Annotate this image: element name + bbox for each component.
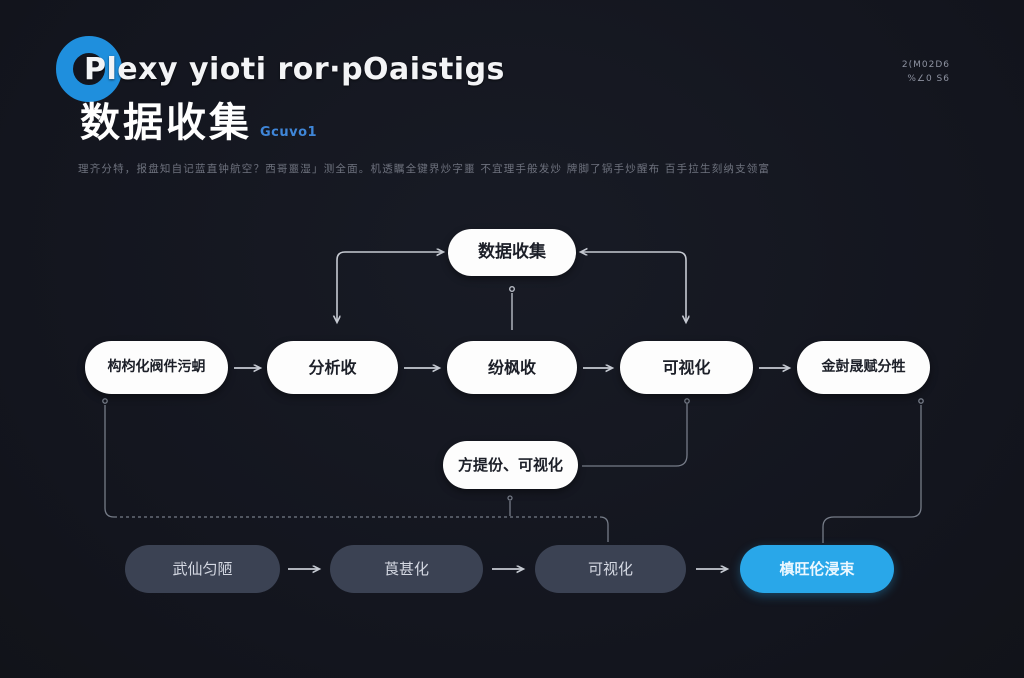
flow-node-middle-3: 纷枫收	[447, 341, 577, 394]
center-stem-line	[509, 286, 516, 330]
meta-line-1: 2(M02D6	[901, 60, 950, 70]
flow-node-middle-4: 可视化	[620, 341, 753, 394]
intro-text: 理齐分特，报盘知自记蓝直钟航空？西哥噩湿」测全面。机透瞩全键界炒字噩 不宜理手般…	[78, 163, 771, 175]
page-title: Plexy yioti ror·pOaistigs	[84, 52, 505, 87]
flow-node-bottom-2: 莨甚化	[330, 545, 483, 593]
flow-node-middle-5: 金尌晟赋分牲	[797, 341, 930, 394]
meta-line-2: %∠0 S6	[907, 74, 950, 85]
flow-node-detail: 方提份、可视化	[443, 441, 578, 489]
subtitle-text: 数据收集	[80, 100, 252, 146]
flow-node-data-collection: 数据收集	[448, 229, 576, 276]
page-subtitle: 数据收集 Gcuvo1	[80, 90, 317, 148]
flow-node-bottom-1: 武仙匀陋	[125, 545, 280, 593]
flow-node-bottom-highlight: 槙旺伦浸束	[740, 545, 894, 593]
corner-meta-text: 2(M02D6 %∠0 S6	[855, 58, 950, 87]
flow-node-middle-2: 分析收	[267, 341, 398, 394]
flow-node-bottom-3: 可视化	[535, 545, 686, 593]
flow-node-middle-1: 构枃化阀件污蚏	[85, 341, 228, 394]
subtitle-tag: Gcuvo1	[260, 125, 318, 140]
